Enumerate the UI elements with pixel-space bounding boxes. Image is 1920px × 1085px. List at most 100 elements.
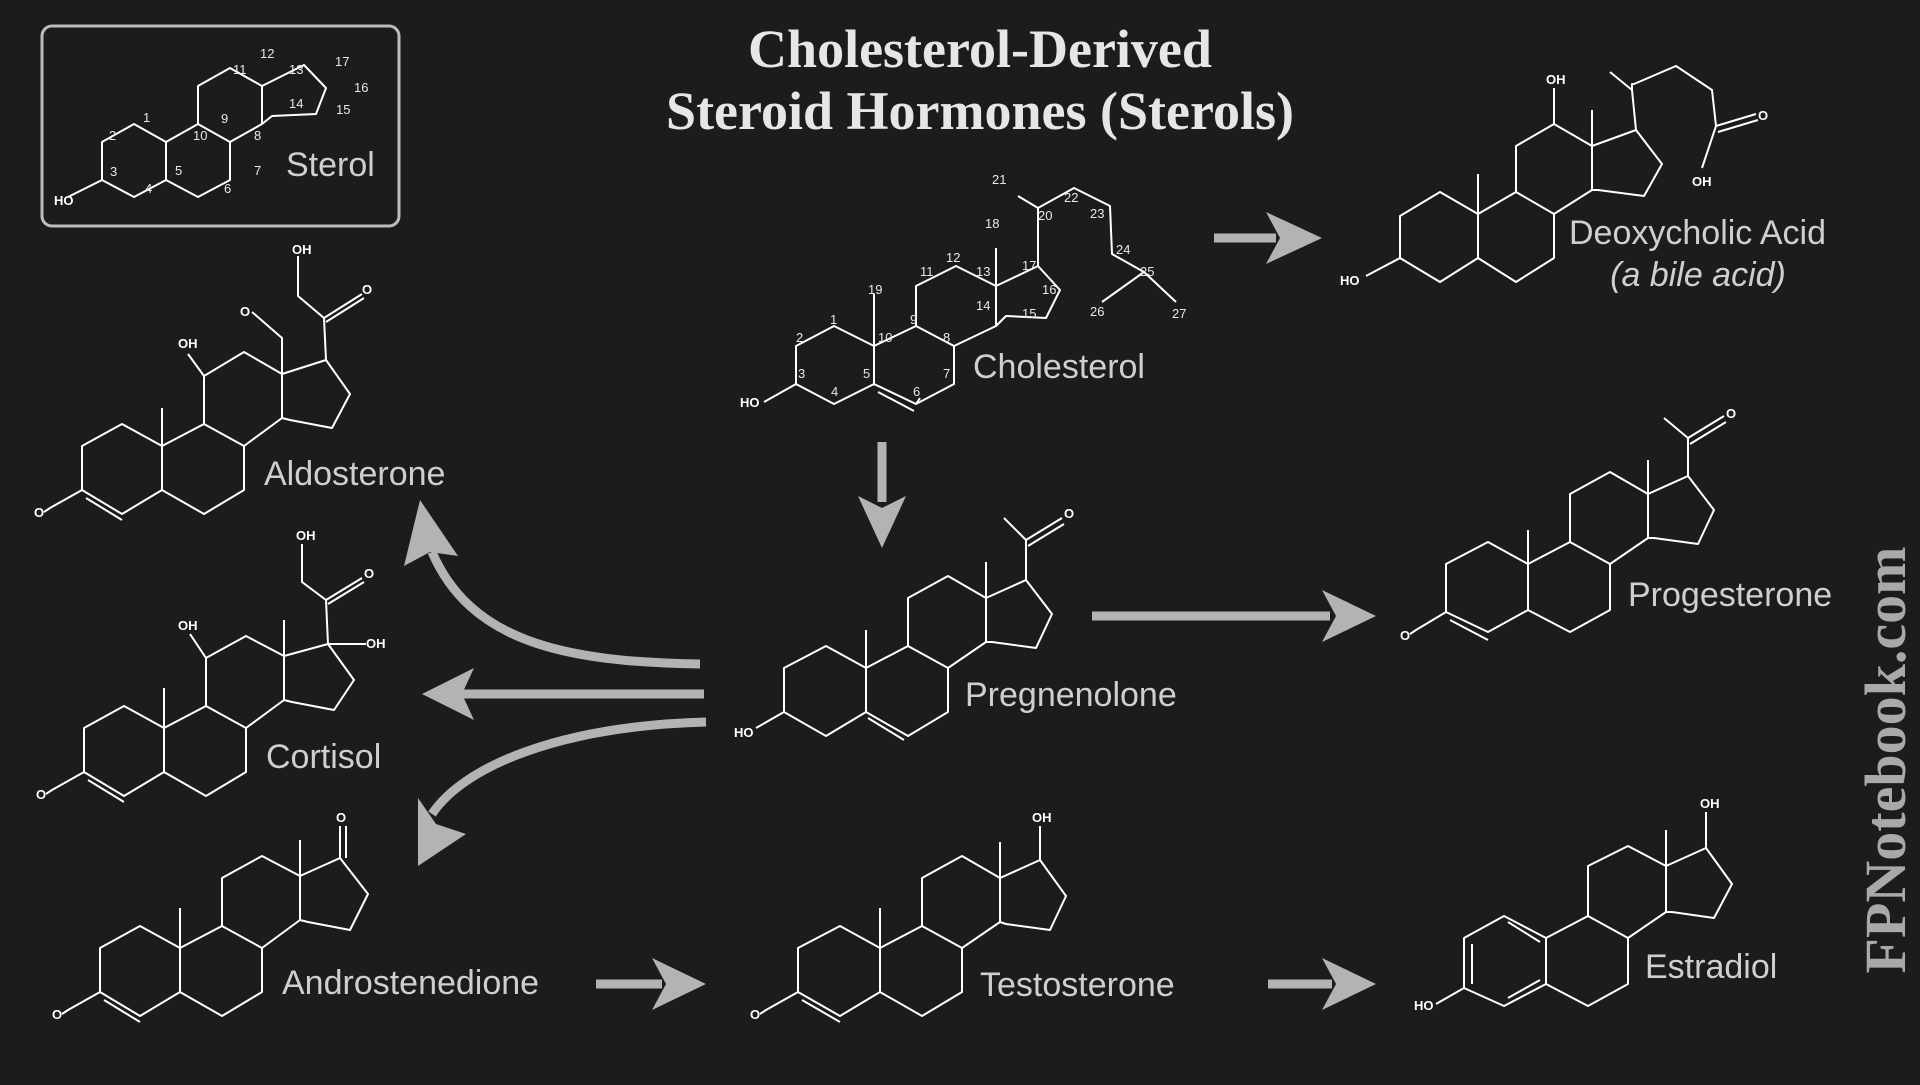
deoxycholic-oh-atom: OH [1546,72,1566,87]
cortisol-oh-atom: OH [178,618,198,633]
estradiol-oh-atom: OH [1700,796,1720,811]
deoxycholic-acid-sublabel: (a bile acid) [1610,256,1786,294]
locant: 8 [943,330,950,345]
locant: 4 [831,384,838,399]
progesterone-molecule: O O Progesterone [1400,406,1832,643]
arrow-pregnenolone-to-androstenedione [418,717,707,866]
aldosterone-ketone-o-atom: O [362,282,372,297]
estradiol-molecule: OH HO Estradiol [1414,796,1777,1013]
cortisol-label: Cortisol [266,738,381,776]
locant: 13 [976,264,990,279]
deoxycholic-ho-atom: HO [1340,273,1360,288]
pregnenolone-label: Pregnenolone [965,676,1177,714]
locant: 10 [193,128,207,143]
locant: 15 [1022,306,1036,321]
locant: 2 [796,330,803,345]
locant: 17 [335,54,349,69]
pregnenolone-molecule: O HO Pregnenolone [734,506,1177,741]
progesterone-skeleton [1409,415,1727,641]
progesterone-ketone-o-atom: O [1726,406,1736,421]
testosterone-skeleton [759,826,1067,1023]
deoxycholic-acid-label: Deoxycholic Acid [1569,214,1826,252]
cortisol-oh-17-atom: OH [366,636,386,651]
deoxycholic-o-atom: O [1758,108,1768,123]
arrow-pregnenolone-to-cortisol [422,668,704,720]
locant: 1 [830,312,837,327]
sterol-label: Sterol [286,146,375,184]
locant: 17 [1022,258,1036,273]
locant: 9 [221,111,228,126]
locant: 18 [985,216,999,231]
locant: 4 [145,181,152,196]
locant: 3 [110,164,117,179]
estradiol-skeleton [1435,812,1733,1007]
aldosterone-o-atom: O [34,505,44,520]
locant: 19 [868,282,882,297]
page-title: Cholesterol-Derived Steroid Hormones (St… [520,18,1440,142]
cholesterol-ho-atom: HO [740,395,760,410]
locant: 16 [1042,282,1056,297]
arrow-pregnenolone-to-progesterone [1092,590,1376,642]
arrow-pregnenolone-to-aldosterone [404,500,701,669]
androstenedione-ketone-o-atom: O [336,810,346,825]
cholesterol-skeleton [763,187,1177,412]
locant: 9 [910,312,917,327]
sterol-skeleton [67,64,327,198]
arrow-testosterone-to-estradiol [1268,958,1376,1010]
reaction-arrows [404,212,1376,1010]
testosterone-molecule: OH O Testosterone [750,810,1175,1023]
progesterone-label: Progesterone [1628,576,1832,614]
locant: 24 [1116,242,1130,257]
deoxycholic-acid-skeleton [1365,65,1759,283]
locant: 7 [943,366,950,381]
locant: 5 [863,366,870,381]
locant: 21 [992,172,1006,187]
aldosterone-aldehyde-o-atom: O [240,304,250,319]
locant: 26 [1090,304,1104,319]
androstenedione-o-atom: O [52,1007,62,1022]
androstenedione-skeleton [61,826,369,1023]
aldosterone-oh-top-atom: OH [292,242,312,257]
locant: 1 [143,110,150,125]
sterol-locant-numbers: 1 2 3 4 5 6 7 8 9 10 11 12 13 14 15 16 1… [109,46,368,196]
cortisol-o-atom: O [36,787,46,802]
locant: 10 [878,330,892,345]
aldosterone-oh-atom: OH [178,336,198,351]
deoxycholic-acid-molecule: OH HO O OH Deoxycholic Acid (a bile acid… [1340,65,1826,294]
cortisol-molecule: OH O OH OH O Cortisol [36,528,386,803]
locant: 13 [289,62,303,77]
pregnenolone-skeleton [755,517,1065,741]
progesterone-o-atom: O [1400,628,1410,643]
locant: 14 [289,96,303,111]
deoxycholic-acid-oh-atom: OH [1692,174,1712,189]
cholesterol-locant-numbers: 1 2 3 4 5 6 7 8 9 10 11 12 13 14 15 16 1… [796,172,1186,399]
cortisol-ketone-o-atom: O [364,566,374,581]
sterol-ho-atom: HO [54,193,74,208]
testosterone-o-atom: O [750,1007,760,1022]
title-line-2: Steroid Hormones (Sterols) [666,81,1294,141]
locant: 8 [254,128,261,143]
cholesterol-label: Cholesterol [973,348,1145,386]
locant: 12 [260,46,274,61]
locant: 3 [798,366,805,381]
estradiol-label: Estradiol [1645,948,1777,986]
title-line-1: Cholesterol-Derived [748,19,1212,79]
locant: 7 [254,163,261,178]
cortisol-oh-top-atom: OH [296,528,316,543]
brand-watermark: FPNotebook.com [1853,546,1918,974]
locant: 20 [1038,208,1052,223]
locant: 14 [976,298,990,313]
locant: 16 [354,80,368,95]
locant: 6 [224,181,231,196]
locant: 5 [175,163,182,178]
pregnenolone-ho-atom: HO [734,725,754,740]
cholesterol-molecule: HO 1 2 3 4 5 6 7 8 9 10 11 12 13 14 15 1… [740,172,1186,412]
aldosterone-molecule: OH O OH O O Aldosterone [34,242,445,521]
locant: 25 [1140,264,1154,279]
locant: 6 [913,384,920,399]
locant: 23 [1090,206,1104,221]
estradiol-ho-atom: HO [1414,998,1434,1013]
locant: 27 [1172,306,1186,321]
